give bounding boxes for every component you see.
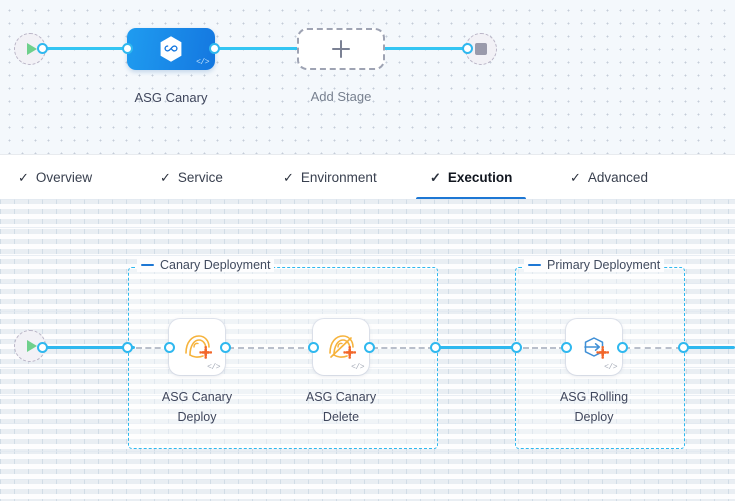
step-label-line1: ASG Canary xyxy=(305,390,377,404)
tab-service[interactable]: ✓ Service xyxy=(160,155,223,200)
step-group-title: Canary Deployment xyxy=(137,258,275,272)
harness-hexagon-infinity-icon xyxy=(160,36,182,62)
play-icon xyxy=(26,43,37,55)
connector-primary-group-to-next xyxy=(684,346,735,349)
end-node-port[interactable] xyxy=(462,43,473,54)
tab-label: Service xyxy=(177,170,223,185)
connector-canary-group-to-primary-group xyxy=(436,346,522,349)
step-asg-canary-deploy-left-port[interactable] xyxy=(164,342,175,353)
check-icon: ✓ xyxy=(18,170,29,185)
step-asg-canary-delete-right-port[interactable] xyxy=(364,342,375,353)
start-node-port[interactable] xyxy=(37,43,48,54)
connector-dashed-delete-to-group-exit xyxy=(372,347,434,349)
pipeline-start-node[interactable] xyxy=(14,33,46,65)
check-icon: ✓ xyxy=(430,170,441,185)
step-label-line2: Deploy xyxy=(177,410,217,424)
connector-dashed-deploy-to-delete xyxy=(228,347,314,349)
primary-group-entry-port[interactable] xyxy=(511,342,522,353)
step-asg-canary-delete-label: ASG Canary Delete xyxy=(266,387,416,427)
stop-icon xyxy=(475,43,487,55)
execution-canvas[interactable]: Canary Deployment Primary Deployment xyxy=(0,199,735,501)
group-title-label: Primary Deployment xyxy=(547,258,661,272)
connector-dashed-rolling-exit xyxy=(624,347,682,349)
add-stage-button[interactable] xyxy=(297,28,385,70)
tab-environment[interactable]: ✓ Environment xyxy=(283,155,377,200)
execution-start-port[interactable] xyxy=(37,342,48,353)
stage-node-label: ASG Canary xyxy=(134,90,208,105)
connector-stage-to-addstage xyxy=(208,47,308,50)
stage-canvas[interactable]: </> ASG Canary Add Stage xyxy=(0,0,735,154)
plus-cluster xyxy=(343,346,356,359)
step-node-asg-canary-delete[interactable]: </> xyxy=(313,319,369,375)
stage-node-left-port[interactable] xyxy=(122,43,133,54)
connector-addstage-to-end xyxy=(380,47,478,50)
step-code-badge: </> xyxy=(351,363,364,372)
tab-execution[interactable]: ✓ Execution xyxy=(416,155,527,200)
stage-node-asg-canary[interactable]: </> xyxy=(127,28,215,70)
step-asg-canary-delete-left-port[interactable] xyxy=(308,342,319,353)
step-node-asg-canary-deploy[interactable]: </> xyxy=(169,319,225,375)
connector-dashed-primary-entry xyxy=(523,347,565,349)
tab-label: Execution xyxy=(447,170,513,185)
step-asg-rolling-deploy-right-port[interactable] xyxy=(617,342,628,353)
plus-cluster xyxy=(199,346,212,359)
group-title-label: Canary Deployment xyxy=(160,258,271,272)
step-group-title: Primary Deployment xyxy=(524,258,665,272)
check-icon: ✓ xyxy=(570,170,581,185)
step-asg-rolling-deploy-left-port[interactable] xyxy=(561,342,572,353)
connector-start-to-canary-group xyxy=(40,346,135,349)
step-code-badge: </> xyxy=(604,363,617,372)
tab-label: Overview xyxy=(35,170,93,185)
group-marker-icon xyxy=(141,263,154,267)
step-asg-canary-deploy-right-port[interactable] xyxy=(220,342,231,353)
tab-active-underline xyxy=(416,196,527,200)
connector-dashed-group-entry xyxy=(136,347,170,349)
step-label-line2: Deploy xyxy=(574,410,614,424)
tab-advanced[interactable]: ✓ Advanced xyxy=(570,155,648,200)
step-label-line1: ASG Canary xyxy=(161,390,233,404)
plus-icon-vertical xyxy=(340,40,342,58)
asg-canary-deploy-icon xyxy=(185,335,212,359)
stage-tab-bar: ✓ Overview ✓ Service ✓ Environment ✓ Exe… xyxy=(0,154,735,200)
step-asg-rolling-deploy-label: ASG Rolling Deploy xyxy=(519,387,669,427)
step-node-asg-rolling-deploy[interactable]: </> xyxy=(566,319,622,375)
canary-group-exit-port[interactable] xyxy=(430,342,441,353)
tab-label: Environment xyxy=(300,170,377,185)
group-marker-icon xyxy=(528,263,541,267)
asg-canary-delete-icon xyxy=(329,335,356,359)
connector-start-to-stage xyxy=(40,47,135,50)
tab-label: Advanced xyxy=(587,170,648,185)
canary-group-entry-port[interactable] xyxy=(122,342,133,353)
asg-rolling-deploy-icon xyxy=(584,337,609,359)
play-icon xyxy=(26,340,37,352)
step-code-badge: </> xyxy=(207,363,220,372)
step-label-line2: Delete xyxy=(322,410,360,424)
stage-node-right-port[interactable] xyxy=(209,43,220,54)
tab-overview[interactable]: ✓ Overview xyxy=(18,155,92,200)
stage-code-badge: </> xyxy=(196,58,209,67)
step-asg-canary-deploy-label: ASG Canary Deploy xyxy=(122,387,272,427)
plus-cluster xyxy=(596,346,609,359)
check-icon: ✓ xyxy=(283,170,294,185)
step-label-line1: ASG Rolling xyxy=(559,390,629,404)
add-stage-label: Add Stage xyxy=(310,89,372,104)
strike-line xyxy=(330,337,352,358)
check-icon: ✓ xyxy=(160,170,171,185)
primary-group-exit-port[interactable] xyxy=(678,342,689,353)
